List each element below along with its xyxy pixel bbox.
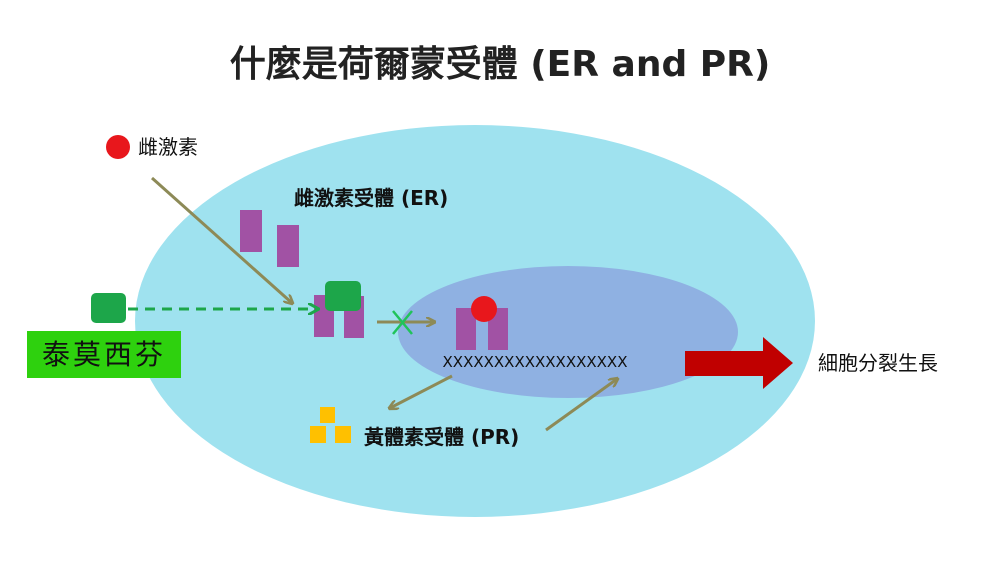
tamoxifen-square-icon (91, 293, 126, 323)
estrogen-label: 雌激素 (138, 135, 198, 159)
pr-receptor-label: 黃體素受體 (PR) (364, 425, 519, 449)
page-title: 什麼是荷爾蒙受體 (ER and PR) (230, 44, 771, 85)
estrogen-entry-arrow (151, 176, 292, 303)
er-receptor-block-right (277, 225, 299, 267)
estrogen-bound-dot-icon (471, 296, 497, 322)
dna-to-pr-arrow (390, 374, 453, 408)
tamoxifen-label: 泰莫西芬 (42, 338, 166, 371)
er-nuclear-block-right (488, 308, 508, 350)
pr-yellow-blocks-icon (310, 407, 351, 443)
er-receptor-label: 雌激素受體 (ER) (294, 186, 448, 210)
pr-to-nucleus-arrow (545, 379, 617, 432)
tamoxifen-bound-icon (325, 281, 361, 311)
er-nuclear-block-left (456, 308, 476, 350)
growth-arrow (685, 337, 793, 389)
cell-growth-label: 細胞分裂生長 (818, 351, 938, 375)
tamoxifen-label-box (27, 331, 181, 378)
estrogen-dot-icon (106, 135, 130, 159)
block-x-icon (392, 310, 413, 335)
dna-sequence: XXXXXXXXXXXXXXXXXX (443, 353, 628, 371)
er-receptor-block-left (240, 210, 262, 252)
